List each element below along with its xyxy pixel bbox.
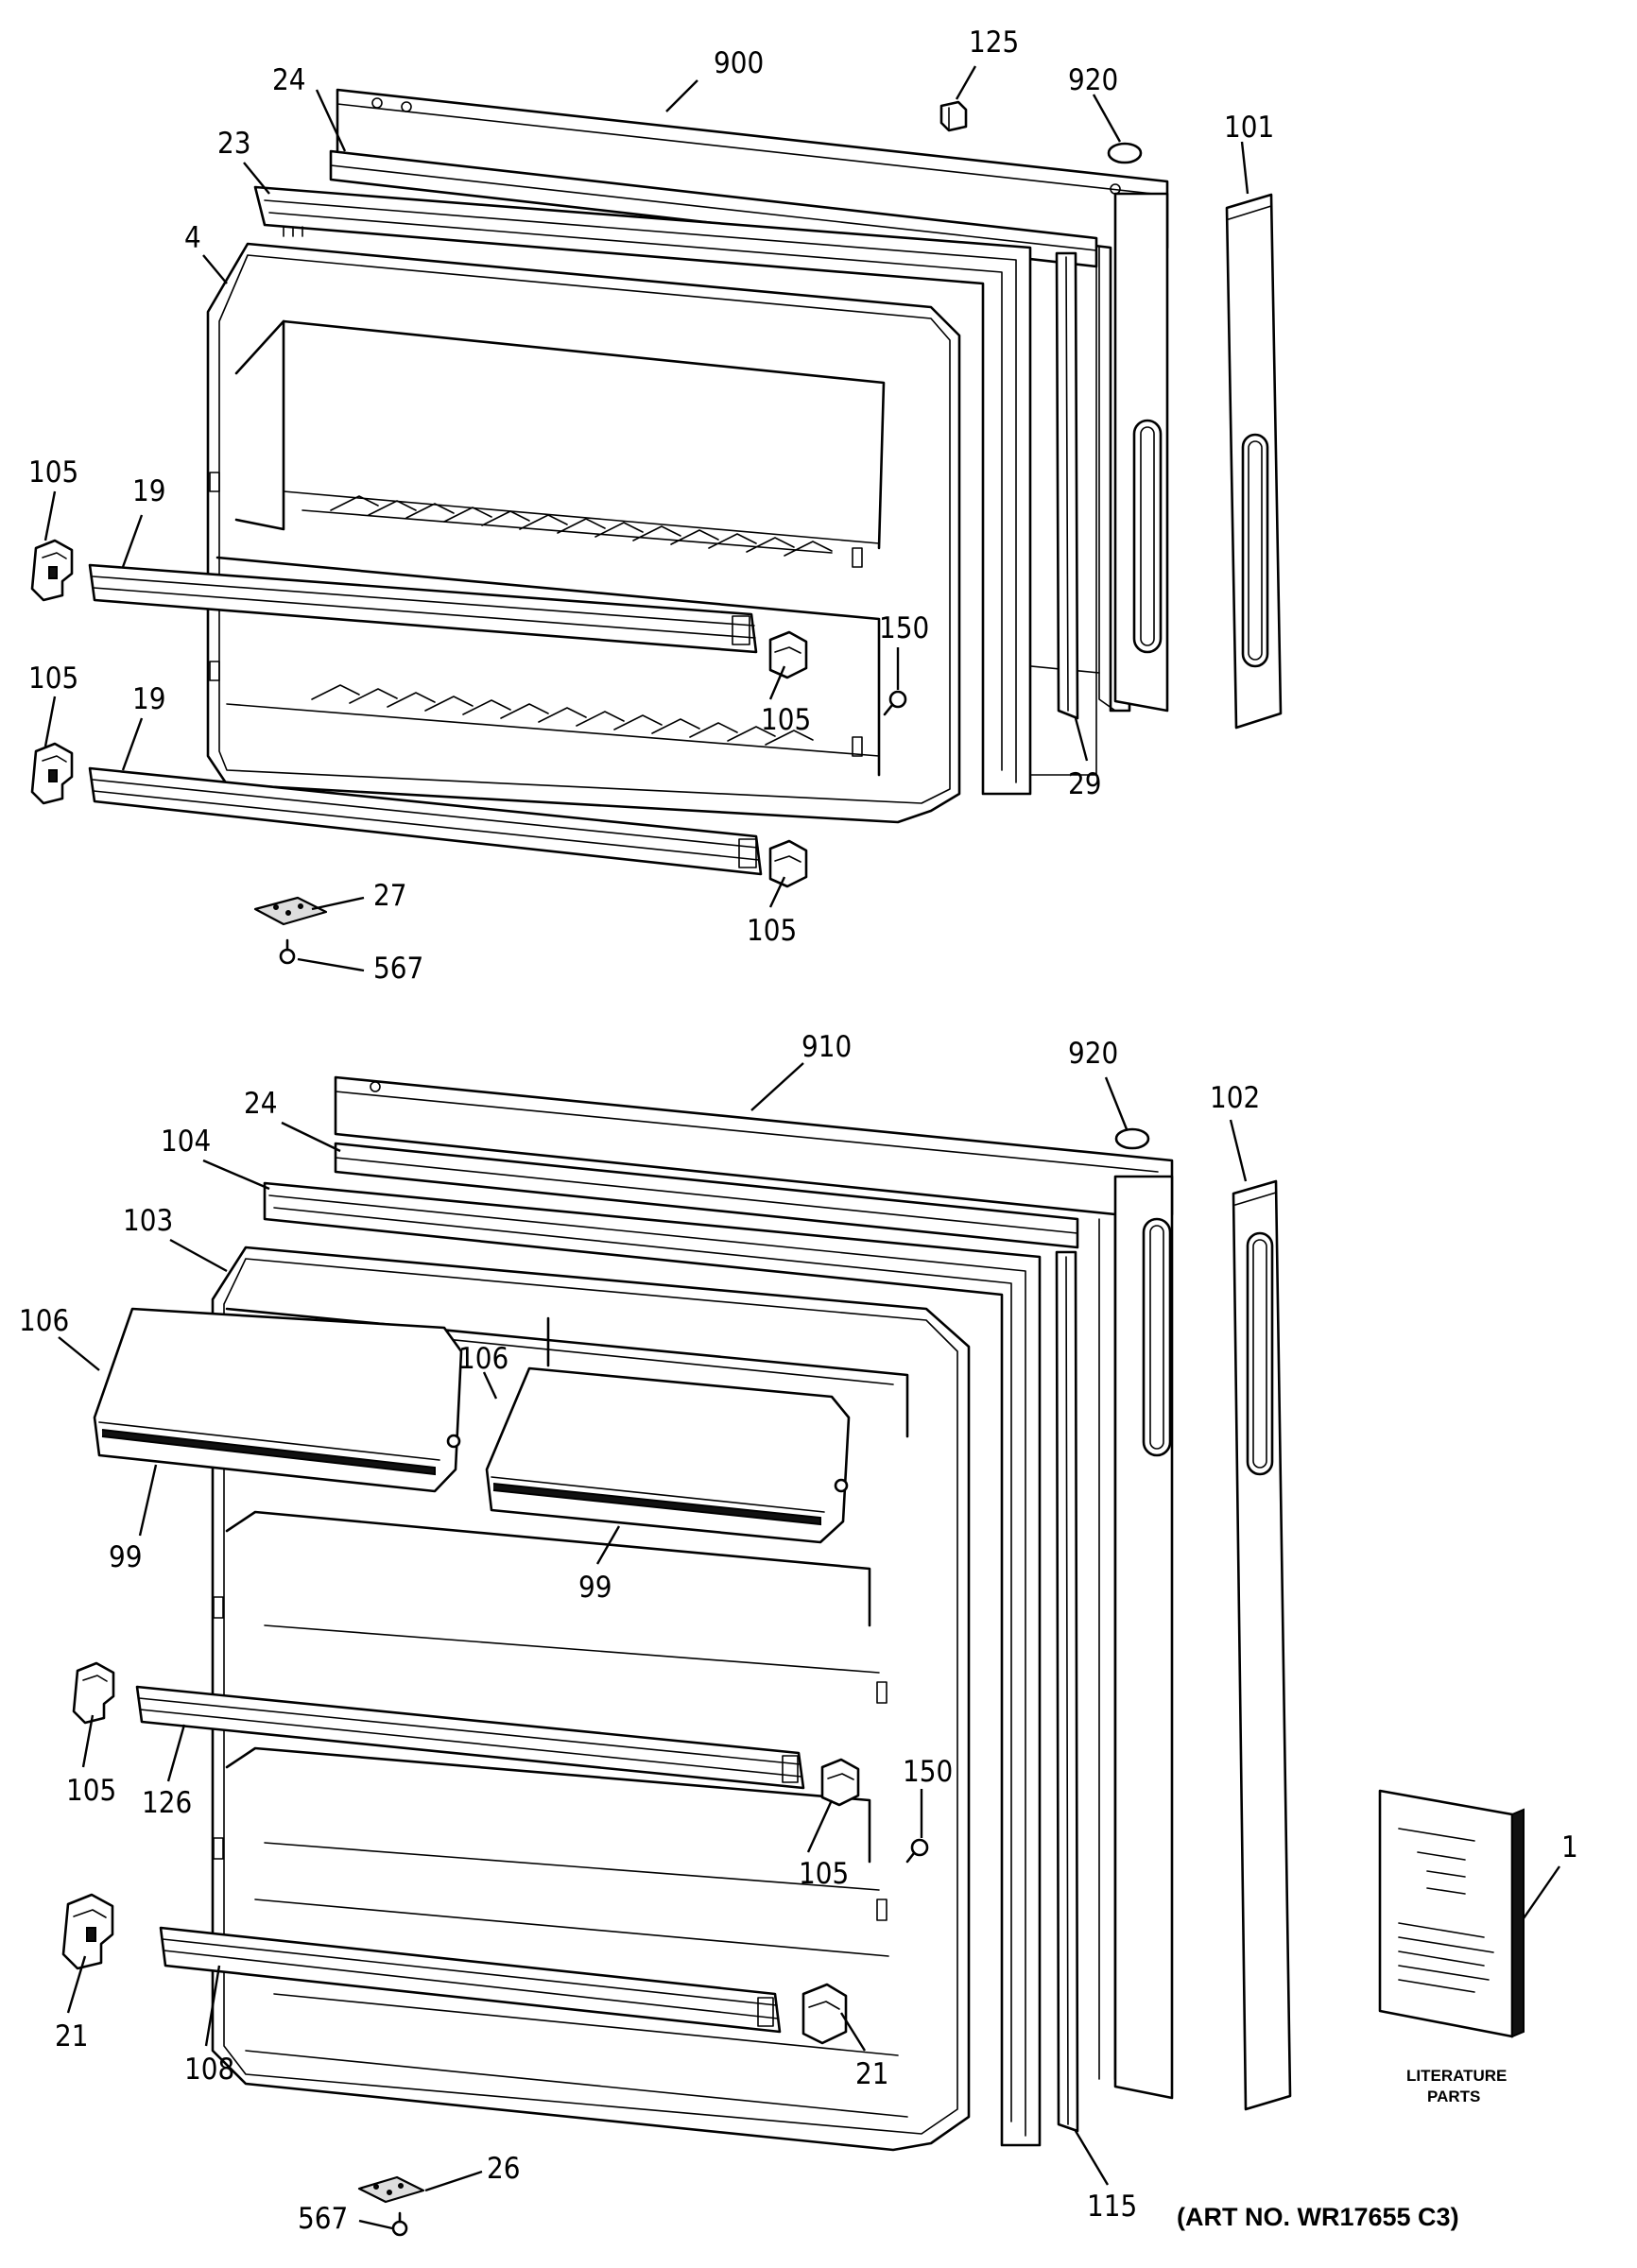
- freezer-door-assembly: [30, 88, 1283, 965]
- fresh-food-bottom-clip-right: [801, 1983, 848, 2045]
- callout-labels: 900 125 920 101 24 23 4 105 19 150 105 1…: [19, 26, 1578, 2236]
- fresh-food-bin-clip-left: [72, 1661, 115, 1725]
- art-number: (ART NO. WR17655 C3): [1177, 2203, 1459, 2231]
- freezer-hinge-shim: [253, 896, 328, 926]
- freezer-handle-trim: [1225, 193, 1283, 730]
- callout-23: 23: [217, 127, 250, 161]
- callout-567-upper: 567: [373, 952, 423, 986]
- callout-106-right: 106: [458, 1342, 508, 1376]
- callout-21-left: 21: [55, 2019, 88, 2053]
- callout-102: 102: [1210, 1081, 1260, 1115]
- callout-101: 101: [1224, 111, 1274, 145]
- callout-103: 103: [123, 1204, 173, 1238]
- fresh-food-outer-door-panel: [334, 1075, 1174, 2100]
- freezer-bin-clip-right-upper: [768, 630, 808, 679]
- callout-108: 108: [184, 2053, 234, 2087]
- callout-150-lower: 150: [903, 1755, 953, 1789]
- fresh-food-dairy-cover-left: [93, 1307, 463, 1493]
- callout-567-lower: 567: [298, 2202, 348, 2236]
- callout-920-lower: 920: [1068, 1037, 1118, 1071]
- callout-105-b: 105: [761, 703, 811, 737]
- fresh-food-breaker-strip: [263, 1181, 1042, 2147]
- callout-106-left: 106: [19, 1304, 69, 1338]
- literature-label-line1: LITERATURE: [1406, 2067, 1507, 2085]
- fresh-food-outer-gasket: [334, 1142, 1079, 1249]
- callout-19-b: 19: [132, 682, 165, 716]
- freezer-outer-door-panel: [336, 88, 1169, 713]
- freezer-shelf-bar-lower: [88, 766, 763, 876]
- callout-21-right: 21: [855, 2057, 888, 2091]
- fresh-food-shelf-bar-middle: [135, 1685, 805, 1790]
- callout-26: 26: [487, 2152, 520, 2186]
- callout-105-f: 105: [799, 1857, 849, 1891]
- callout-126: 126: [142, 1786, 192, 1820]
- callout-29: 29: [1068, 767, 1101, 801]
- callout-105-d: 105: [747, 914, 797, 948]
- fresh-food-hinge-screw: [391, 2211, 408, 2237]
- callout-125: 125: [969, 26, 1019, 60]
- freezer-lower-shelf-ribs: [311, 684, 814, 746]
- callout-115: 115: [1087, 2190, 1137, 2224]
- fresh-food-shelf-bar-bottom: [159, 1926, 782, 2034]
- callout-104: 104: [161, 1125, 211, 1159]
- callout-920-upper: 920: [1068, 63, 1118, 97]
- fresh-food-bin-clip-right: [820, 1758, 860, 1807]
- fresh-food-handle-trim: [1232, 1179, 1292, 2111]
- literature-label-line2: PARTS: [1427, 2088, 1480, 2105]
- callout-105-e: 105: [66, 1774, 116, 1808]
- callout-24-lower: 24: [244, 1087, 277, 1121]
- callout-150-upper: 150: [879, 611, 929, 645]
- freezer-plug: [1107, 142, 1143, 164]
- callout-900: 900: [714, 46, 764, 80]
- fresh-food-plug: [1114, 1127, 1150, 1150]
- callout-910: 910: [801, 1030, 852, 1064]
- callout-4: 4: [184, 221, 201, 255]
- freezer-upper-shelf-ribs: [330, 495, 833, 557]
- fresh-food-door-assembly: [61, 1075, 1525, 2237]
- freezer-door-stop: [939, 100, 968, 132]
- freezer-bin-clip-left-upper: [30, 539, 74, 602]
- freezer-shelf-bar-upper: [88, 563, 758, 654]
- callout-105-a: 105: [28, 455, 78, 490]
- callout-19-a: 19: [132, 474, 165, 508]
- fresh-food-bottom-clip-left: [61, 1893, 114, 1970]
- fresh-food-dairy-cover-right: [485, 1366, 851, 1544]
- literature-booklet-icon: [1378, 1789, 1525, 2038]
- freezer-breaker-strip: [253, 185, 1032, 796]
- freezer-inner-liner: [206, 242, 961, 824]
- fresh-food-side-seal: [1055, 1250, 1079, 2133]
- freezer-side-seal: [1055, 251, 1079, 720]
- freezer-hinge-screw: [279, 938, 296, 965]
- callout-99-left: 99: [109, 1540, 142, 1574]
- callout-27: 27: [373, 879, 406, 913]
- freezer-liner-screw: [883, 690, 907, 716]
- fresh-food-liner-screw: [905, 1838, 929, 1864]
- callout-1: 1: [1561, 1830, 1578, 1864]
- fresh-food-hinge-shim: [357, 2175, 425, 2204]
- freezer-bin-clip-right-lower: [768, 839, 808, 888]
- leader-lines: [43, 65, 1560, 2230]
- callout-99-right: 99: [578, 1571, 612, 1605]
- freezer-bin-clip-left-lower: [30, 742, 74, 805]
- callout-24-upper: 24: [272, 63, 305, 97]
- callout-105-c: 105: [28, 662, 78, 696]
